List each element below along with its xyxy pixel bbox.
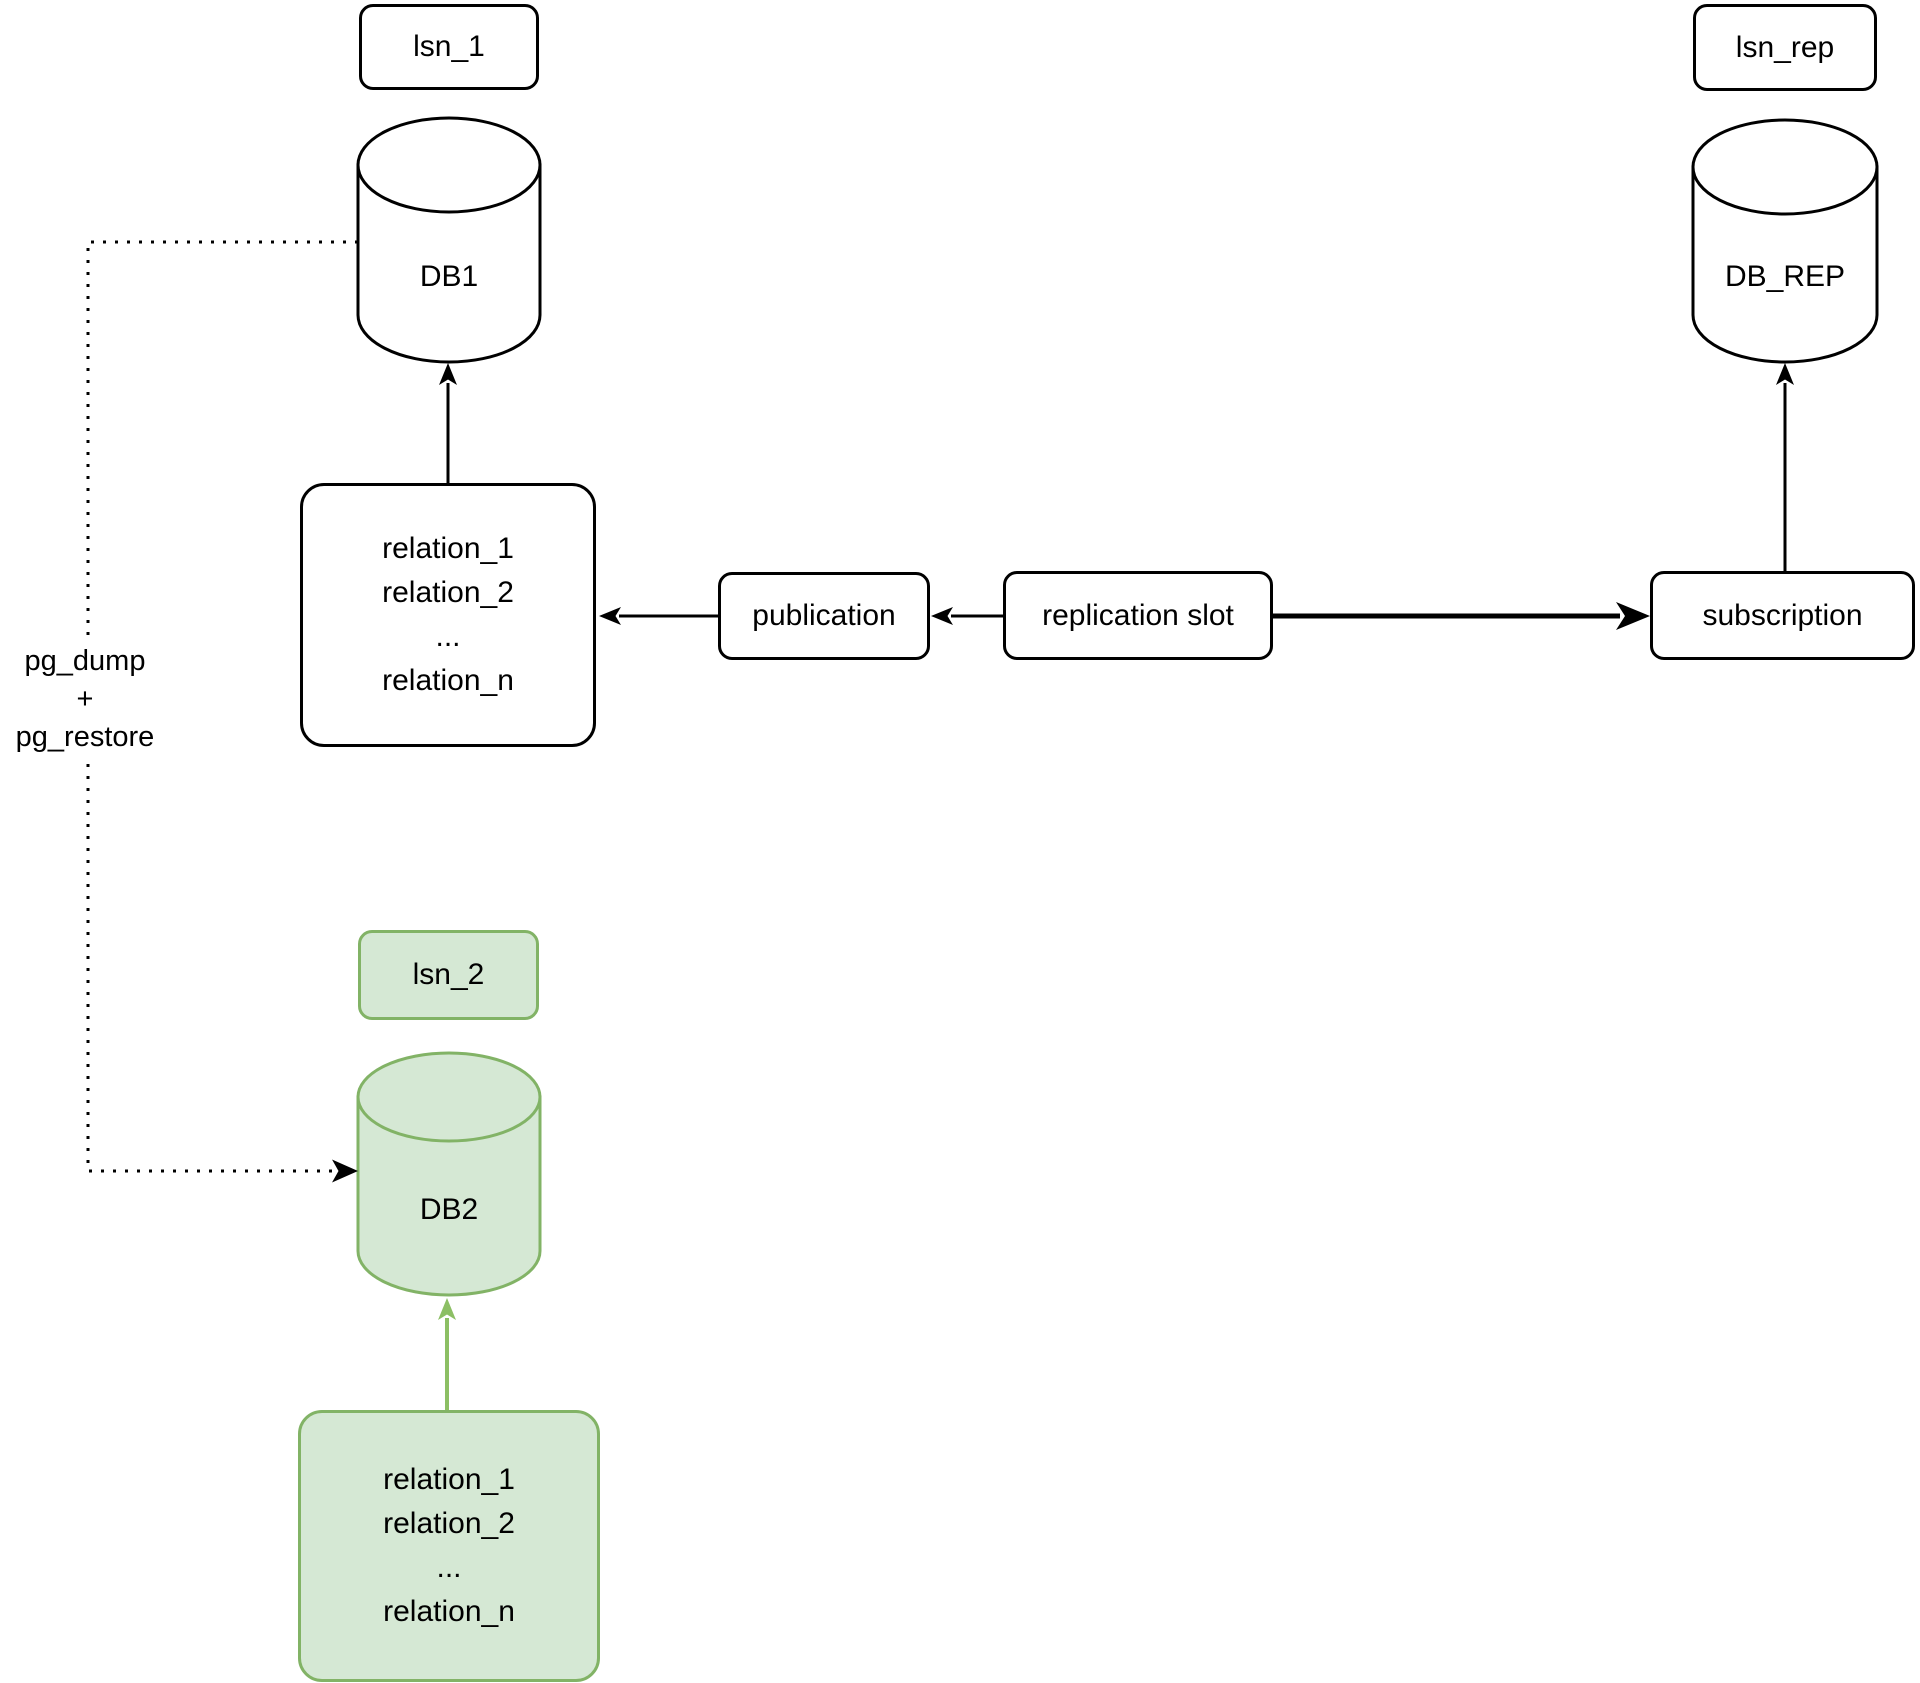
lsn-rep-label: lsn_rep — [1735, 30, 1835, 64]
db2-cylinder — [356, 1051, 542, 1297]
copy-relations-box: relation_1 relation_2 ... relation_n — [298, 1410, 600, 1682]
plus-line: + — [76, 683, 94, 715]
relation-line: relation_2 — [382, 576, 514, 609]
arrow-subscription-to-db-rep — [1776, 363, 1794, 571]
db-rep-cylinder — [1691, 118, 1879, 364]
source-relations-box: relation_1 relation_2 ... relation_n — [300, 483, 596, 747]
replication-slot-node: replication slot — [1003, 571, 1273, 660]
relation-line: relation_1 — [383, 1463, 515, 1496]
arrow-replication-slot-to-subscription — [1273, 602, 1650, 630]
relation-line: relation_n — [382, 664, 514, 697]
pg-dump-line: pg_dump — [24, 645, 146, 677]
pg-restore-line: pg_restore — [15, 721, 155, 753]
relation-line: ... — [435, 620, 461, 653]
subscription-label: subscription — [1702, 598, 1863, 632]
pg-dump-restore-label: pg_dump + pg_restore — [0, 638, 170, 762]
publication-label: publication — [752, 599, 896, 632]
arrow-replication-slot-to-publication — [931, 607, 1003, 625]
subscription-node: subscription — [1650, 571, 1915, 660]
lsn-2-box: lsn_2 — [358, 930, 539, 1020]
relation-line: relation_1 — [382, 532, 514, 565]
lsn-rep-box: lsn_rep — [1693, 4, 1877, 91]
db2-label: DB2 — [419, 1193, 479, 1226]
db-rep-label: DB_REP — [1724, 260, 1846, 293]
lsn-2-label: lsn_2 — [412, 958, 485, 991]
db1-cylinder — [356, 116, 542, 364]
replication-slot-label: replication slot — [1042, 598, 1234, 632]
lsn-1-label: lsn_1 — [413, 30, 485, 63]
arrow-copy-relations-to-db2 — [438, 1298, 456, 1410]
lsn-1-box: lsn_1 — [359, 4, 539, 90]
arrow-publication-to-relations — [599, 607, 718, 625]
relation-line: ... — [436, 1551, 462, 1584]
relation-line: relation_2 — [383, 1507, 515, 1540]
publication-node: publication — [718, 572, 930, 660]
arrow-relations-to-db1 — [439, 363, 457, 483]
relation-line: relation_n — [383, 1595, 515, 1628]
db1-label: DB1 — [419, 260, 479, 293]
